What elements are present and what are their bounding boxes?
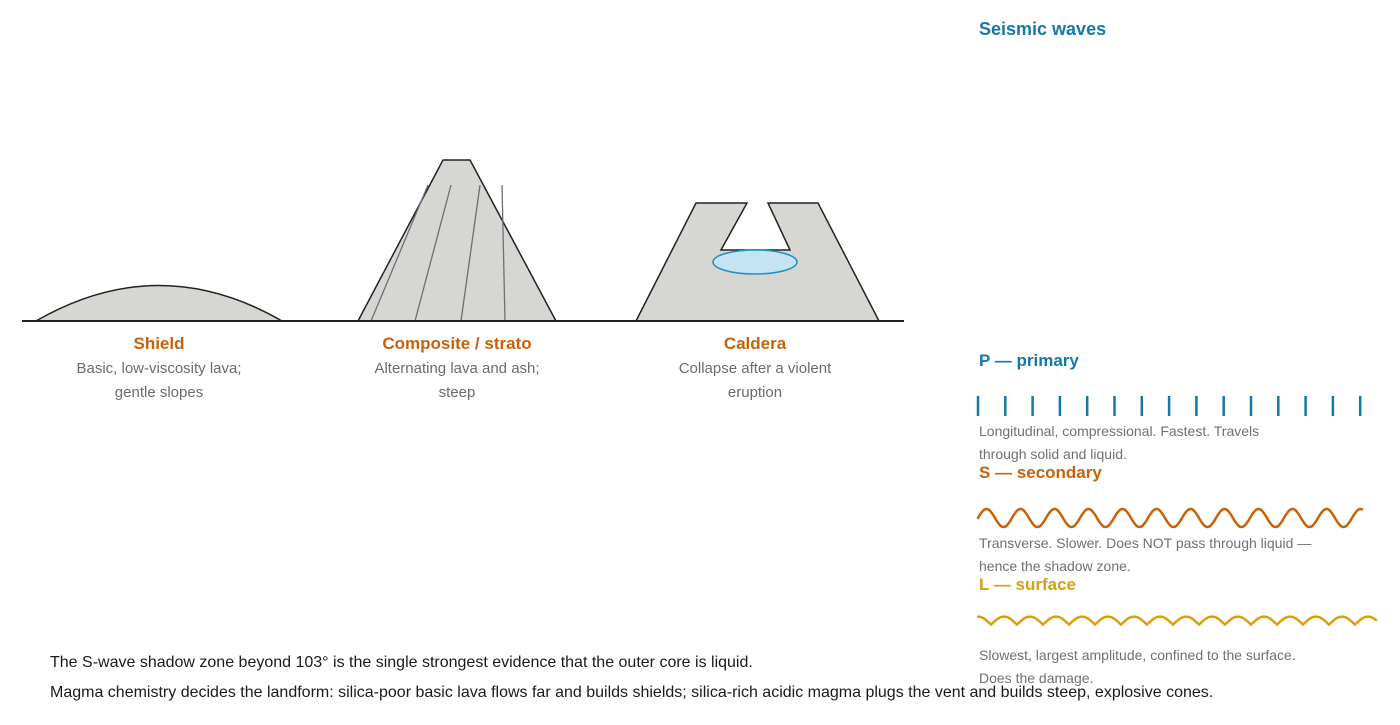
composite-description-line-1: Alternating lava and ash; — [374, 360, 540, 377]
shield-volcano-shape — [33, 284, 285, 322]
composite-volcano-shape — [356, 159, 558, 322]
s-wave-description-line-1: Transverse. Slower. Does NOT pass throug… — [979, 535, 1312, 551]
composite-layer-lines — [370, 184, 506, 322]
p-wave-graphic — [976, 396, 1362, 416]
caldera-description-line-1: Collapse after a violent — [678, 360, 832, 377]
l-wave-description-line-1: Slowest, largest amplitude, confined to … — [979, 647, 1296, 663]
s-wave-graphic — [976, 507, 1364, 529]
p-wave-description-line-2: through solid and liquid. — [979, 446, 1127, 462]
caldera-title: Caldera — [723, 334, 787, 353]
shield-title: Shield — [133, 334, 185, 353]
volcano-diagram — [22, 159, 904, 322]
composite-title: Composite / strato — [382, 334, 532, 353]
seismic-waves-heading: Seismic waves — [979, 19, 1107, 39]
composite-description-line-2: steep — [438, 384, 476, 401]
p-wave-title: P — primary — [979, 351, 1079, 370]
l-wave-description-line-2: Does the damage. — [979, 670, 1094, 686]
magma-chemistry-note: Magma chemistry decides the landform: si… — [50, 684, 1214, 701]
l-wave-graphic — [976, 615, 1378, 627]
l-wave-title: L — surface — [979, 575, 1077, 594]
caldera-description-line-2: eruption — [727, 384, 783, 401]
shield-description-line-2: gentle slopes — [114, 384, 204, 401]
shield-description-line-1: Basic, low-viscosity lava; — [76, 360, 242, 377]
s-wave-description-line-2: hence the shadow zone. — [979, 558, 1131, 574]
p-wave-description-line-1: Longitudinal, compressional. Fastest. Tr… — [979, 423, 1260, 439]
shadow-zone-note: The S-wave shadow zone beyond 103° is th… — [50, 654, 753, 671]
s-wave-title: S — secondary — [979, 463, 1102, 482]
caldera-lake — [712, 249, 798, 275]
